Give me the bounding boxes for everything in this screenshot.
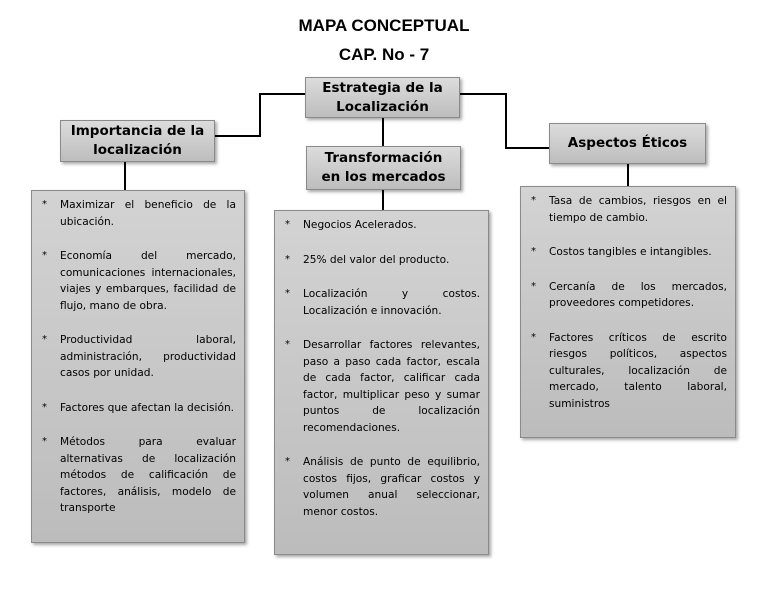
bullet-icon: *	[531, 195, 536, 206]
detail-list: *Negocios Acelerados. *25% del valor del…	[285, 217, 480, 520]
branch-node-transformacion: Transformación en los mercados	[306, 146, 461, 190]
bullet-icon: *	[531, 331, 536, 343]
root-node: Estrategia de la Localización	[305, 77, 460, 118]
bullet-icon: *	[285, 456, 290, 467]
bullet-icon: *	[531, 246, 536, 257]
bullet-icon: *	[285, 253, 290, 265]
list-item: *Maximizar el beneficio de la ubicación.	[42, 199, 236, 228]
list-item: *Factores críticos de escrito riesgos po…	[531, 331, 727, 410]
list-item: *Economía del mercado, comunicaciones in…	[42, 250, 236, 312]
list-item: *25% del valor del producto.	[285, 252, 480, 269]
list-item: *Negocios Acelerados.	[285, 217, 480, 234]
list-item: *Tasa de cambios, riesgos en el tiempo d…	[531, 195, 727, 224]
list-item: *Métodos para evaluar alternativas de lo…	[42, 436, 236, 514]
list-item: *Factores que afectan la decisión.	[42, 400, 236, 417]
detail-list: *Tasa de cambios, riesgos en el tiempo d…	[531, 193, 727, 412]
bullet-icon: *	[531, 280, 536, 292]
map-subtitle: CAP. No - 7	[338, 45, 430, 64]
bullet-icon: *	[42, 436, 47, 447]
bullet-icon: *	[285, 219, 290, 230]
bullet-icon: *	[285, 339, 290, 350]
detail-list: *Maximizar el beneficio de la ubicación.…	[42, 197, 236, 517]
bullet-icon: *	[42, 250, 47, 261]
branch-node-label: Aspectos Éticos	[567, 135, 688, 151]
list-item: *Desarrollar factores relevantes, paso a…	[285, 339, 480, 434]
branch-node-aspectos: Aspectos Éticos	[549, 123, 706, 164]
detail-box-aspectos: *Tasa de cambios, riesgos en el tiempo d…	[520, 186, 736, 438]
bullet-icon: *	[42, 401, 47, 413]
list-item: *Cercanía de los mercados, proveedores c…	[531, 280, 727, 310]
detail-box-transformacion: *Negocios Acelerados. *25% del valor del…	[274, 210, 489, 555]
list-item: *Localización y costos. Localización e i…	[285, 288, 480, 317]
bullet-icon: *	[285, 288, 290, 299]
list-item: *Productividad laboral, administración, …	[42, 334, 236, 379]
branch-node-label: Importancia de la localización	[70, 123, 205, 158]
branch-node-importancia: Importancia de la localización	[60, 120, 215, 162]
bullet-icon: *	[42, 334, 47, 345]
connector-root-right	[460, 93, 549, 149]
root-node-label: Estrategia de la Localización	[322, 79, 443, 115]
list-item: *Costos tangibles e intangibles.	[531, 244, 727, 261]
branch-node-label: Transformación en los mercados	[321, 150, 446, 185]
bullet-icon: *	[42, 199, 47, 210]
list-item: *Análisis de punto de equilibrio, costos…	[285, 456, 480, 518]
connector-root-left	[215, 93, 305, 137]
detail-box-importancia: *Maximizar el beneficio de la ubicación.…	[31, 190, 245, 543]
map-title: MAPA CONCEPTUAL	[298, 16, 470, 35]
